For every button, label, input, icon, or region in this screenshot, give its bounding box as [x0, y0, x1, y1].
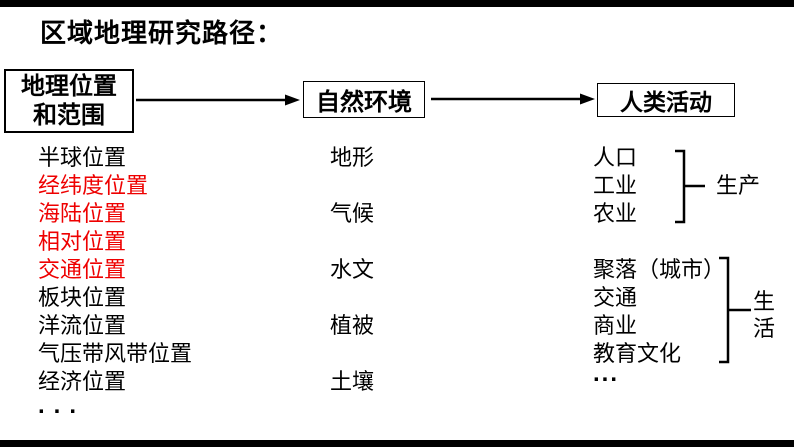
brace-icon: [675, 149, 705, 224]
list-item: 地形: [330, 145, 375, 170]
arrow-icon: [136, 94, 300, 106]
letterbox-top-bar: [0, 0, 794, 7]
list-item: 土壤: [330, 369, 375, 394]
list-item: 交通位置: [38, 257, 127, 282]
flow-box-location-line1: 地理位置: [21, 73, 117, 100]
list-item: 工业: [593, 173, 638, 198]
list-item: 水文: [330, 257, 375, 282]
list-item: 半球位置: [38, 145, 127, 170]
production-label: 生产: [716, 173, 761, 198]
life-label-line2: 活: [753, 316, 776, 341]
life-list: 聚落（城市） 交通 商业 教育文化: [593, 256, 725, 368]
flow-box-location-scope: 地理位置 和范围: [4, 69, 134, 133]
life-label-line1: 生: [753, 289, 776, 314]
flow-box-human-activity-label: 人类活动: [620, 89, 712, 115]
list-item: 海陆位置: [38, 201, 127, 226]
slide-title: 区域地理研究路径：: [40, 18, 284, 48]
list-item: 气压带风带位置: [38, 341, 193, 366]
list-item: 相对位置: [38, 229, 127, 254]
list-item: 农业: [593, 201, 638, 226]
arrow-icon: [431, 93, 595, 105]
location-list: 半球位置 经纬度位置 海陆位置 相对位置 交通位置 板块位置 洋流位置 气压带风…: [38, 144, 192, 396]
production-list: 人口 工业 农业: [593, 144, 637, 228]
list-item: 板块位置: [38, 285, 127, 310]
list-item: 洋流位置: [38, 313, 127, 338]
location-ellipsis: ...: [38, 392, 86, 419]
life-ellipsis: ...: [593, 360, 620, 387]
life-label: 生 活: [753, 288, 775, 342]
flow-box-natural-environment: 自然环境: [303, 81, 425, 118]
list-item: 聚落（城市）: [593, 257, 726, 282]
list-item: 经济位置: [38, 369, 127, 394]
list-item: 交通: [593, 285, 638, 310]
list-item: 教育文化: [593, 341, 682, 366]
letterbox-bottom-bar: [0, 440, 794, 447]
flow-box-natural-environment-label: 自然环境: [316, 89, 412, 116]
list-item: 经纬度位置: [38, 173, 149, 198]
flow-box-location-line2: 和范围: [33, 102, 105, 129]
brace-icon: [719, 256, 751, 364]
flow-box-human-activity: 人类活动: [597, 83, 735, 117]
list-item: 人口: [593, 145, 638, 170]
list-item: 气候: [330, 201, 375, 226]
list-item: 植被: [330, 313, 375, 338]
list-item: 商业: [593, 313, 638, 338]
